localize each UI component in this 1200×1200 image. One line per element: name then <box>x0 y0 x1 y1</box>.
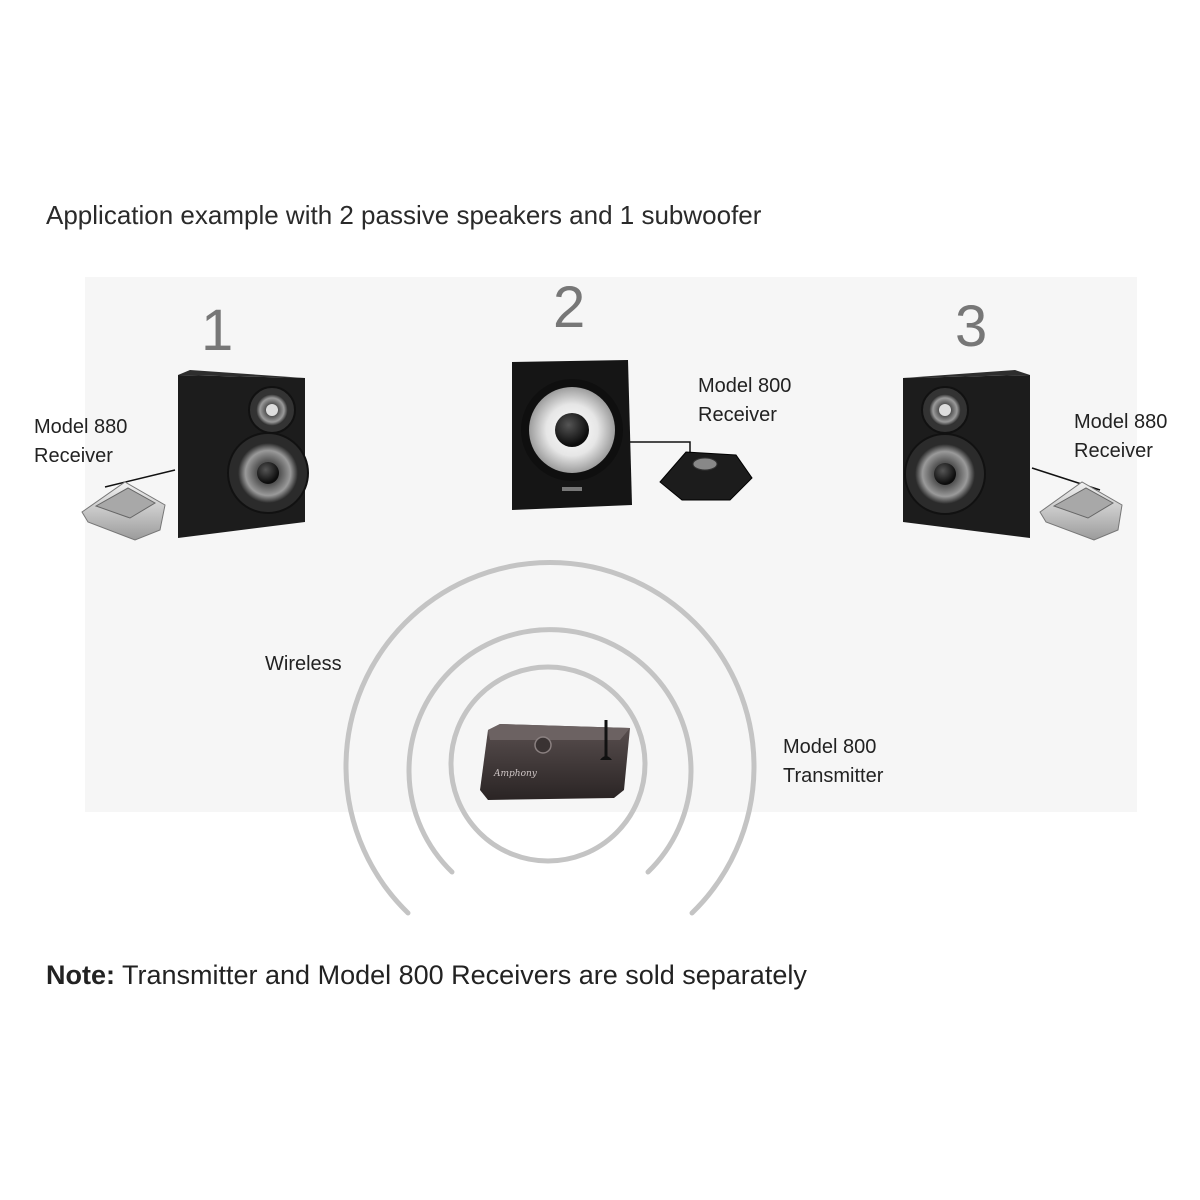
unit-number-1: 1 <box>201 298 234 363</box>
transmitter-label-line2: Transmitter <box>783 765 884 787</box>
note-text: Transmitter and Model 800 Receivers are … <box>115 960 807 990</box>
transmitter-label-line1: Model 800 <box>783 736 877 758</box>
sold-separately-note: Note: Transmitter and Model 800 Receiver… <box>46 960 807 991</box>
center-receiver-label-line2: Receiver <box>698 404 777 426</box>
center-receiver-label: Model 800 Receiver <box>698 372 791 430</box>
unit-number-2: 2 <box>553 275 586 340</box>
right-receiver-label: Model 880 Receiver <box>1074 408 1167 466</box>
note-prefix: Note: <box>46 960 115 990</box>
subwoofer <box>512 360 632 510</box>
right-bookshelf-speaker <box>903 370 1030 538</box>
left-receiver-label: Model 880 Receiver <box>34 413 127 471</box>
left-receiver-label-line2: Receiver <box>34 445 113 467</box>
left-bookshelf-speaker <box>178 370 309 538</box>
unit-number-3: 3 <box>955 294 988 359</box>
right-receiver-device <box>1039 481 1123 541</box>
wireless-label: Wireless <box>265 653 342 675</box>
right-receiver-label-line1: Model 880 <box>1074 411 1168 433</box>
center-receiver-device <box>659 451 753 501</box>
cable-line <box>104 469 176 488</box>
diagram-heading: Application example with 2 passive speak… <box>46 200 762 230</box>
left-receiver-label-line1: Model 880 <box>34 416 128 438</box>
wireless-signal-rings <box>343 560 757 916</box>
right-receiver-label-line2: Receiver <box>1074 440 1153 462</box>
transmitter-label: Model 800 Transmitter <box>783 733 883 791</box>
transmitter-device: Amphony <box>480 720 630 800</box>
center-receiver-label-line1: Model 800 <box>698 375 792 397</box>
left-receiver-device <box>81 481 166 541</box>
transmitter-brand: Amphony <box>493 769 538 779</box>
cable-line <box>630 441 691 456</box>
